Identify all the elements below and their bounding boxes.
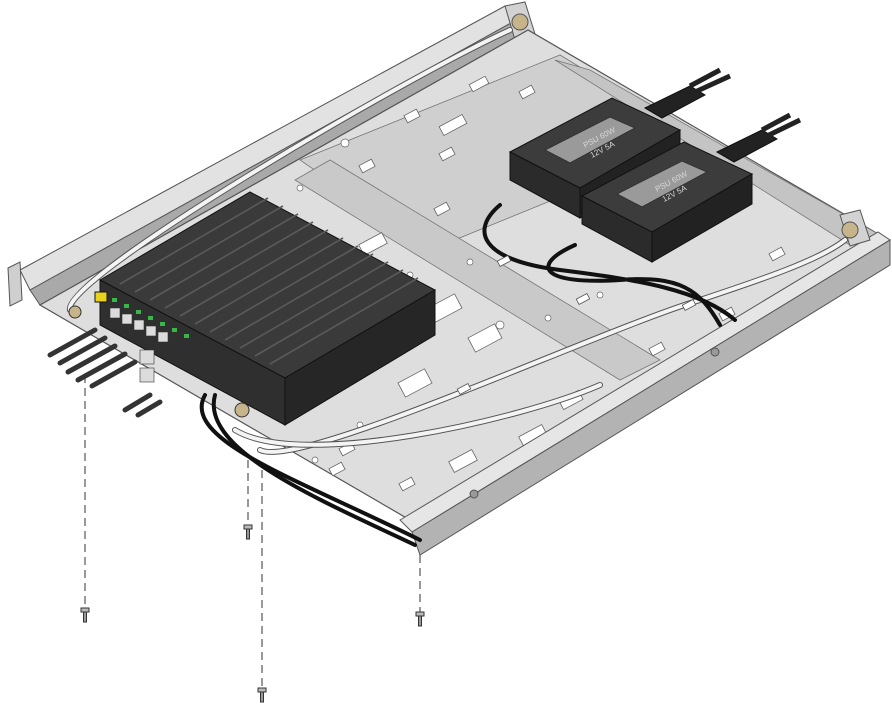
power-plug-icon [715, 112, 802, 163]
screw-icon [80, 607, 90, 623]
heatsink-fins [119, 197, 419, 365]
power-supply-unit-1: PSU 60W 12V 5A [508, 67, 732, 219]
screw-icon [257, 687, 267, 703]
standoff-icon [511, 13, 529, 31]
standoff-icon [841, 221, 859, 239]
router-device [68, 191, 437, 426]
screw-icon [415, 611, 425, 627]
power-supply-unit-2: PSU 60W 12V 5A [580, 112, 802, 263]
black-power-cables [199, 203, 737, 547]
antenna-connector [68, 305, 82, 319]
network-cables [47, 327, 163, 418]
screw-icon [243, 524, 253, 540]
front-panel-ports [94, 291, 189, 383]
screw-guides [84, 375, 421, 688]
white-coax-cables [66, 27, 848, 455]
front-mounting-rail [399, 209, 891, 556]
power-plug-icon [643, 67, 732, 119]
antenna-connector [234, 402, 250, 418]
cable-tie-icon [456, 254, 697, 396]
